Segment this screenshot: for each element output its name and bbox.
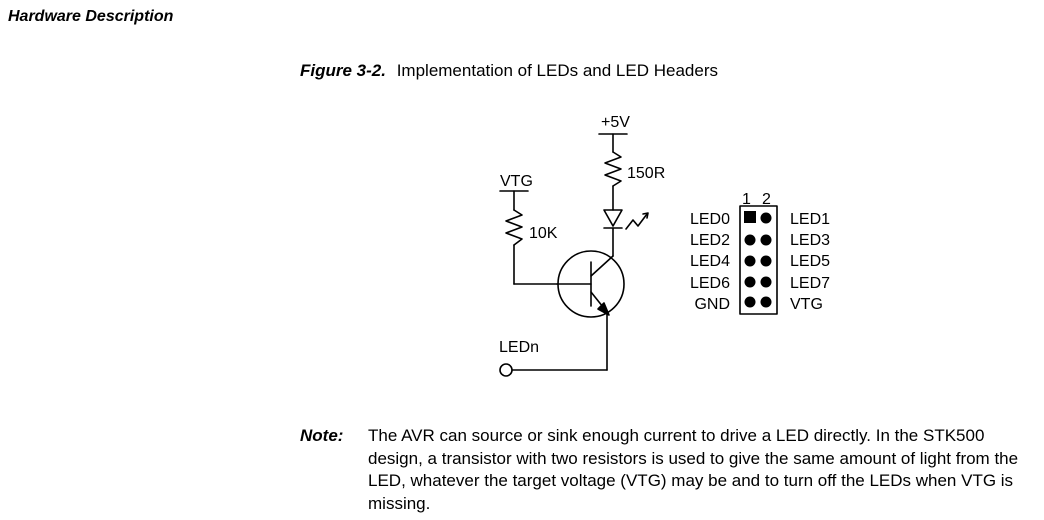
pin-6 (760, 255, 772, 267)
led-light-arrow (625, 213, 648, 230)
row-label-right: LED3 (790, 232, 830, 249)
row-label-left: LED4 (690, 253, 730, 270)
pin-1-square (744, 211, 756, 223)
label-supply: +5V (601, 114, 630, 131)
row-label-left: LED2 (690, 232, 730, 249)
note-label: Note: (300, 426, 344, 445)
row-label-left: GND (694, 296, 730, 313)
note-text: The AVR can source or sink enough curren… (368, 426, 1019, 513)
ledn-terminal (499, 363, 513, 377)
label-pin-col-1: 1 (742, 191, 751, 208)
row-label-right: LED1 (790, 211, 830, 228)
header-row-labels-right: LED1 LED3 LED5 LED7 VTG (790, 211, 830, 313)
resistor-10k (505, 209, 523, 246)
label-150r: 150R (627, 165, 665, 182)
led-arrow-head (642, 212, 649, 219)
figure-caption: Figure 3-2. Implementation of LEDs and L… (300, 61, 718, 81)
figure-number: Figure 3-2. (300, 61, 386, 80)
transistor-collector (590, 255, 614, 277)
label-10k: 10K (529, 225, 558, 242)
pin-9 (744, 296, 756, 308)
header-row-labels-left: LED0 LED2 LED4 LED6 GND (690, 211, 730, 313)
row-label-right: LED5 (790, 253, 830, 270)
row-label-right: VTG (790, 296, 823, 313)
label-pin-col-2: 2 (762, 191, 771, 208)
row-label-left: LED6 (690, 275, 730, 292)
pin-7 (744, 276, 756, 288)
header-pins (744, 211, 772, 308)
section-header: Hardware Description (8, 8, 174, 25)
pin-8 (760, 276, 772, 288)
label-vtg: VTG (500, 173, 533, 190)
figure-title: Implementation of LEDs and LED Headers (396, 61, 718, 80)
led-diode (603, 209, 623, 227)
label-ledn: LEDn (499, 339, 539, 356)
led-header-box (739, 205, 778, 315)
row-label-left: LED0 (690, 211, 730, 228)
pin-10 (760, 296, 772, 308)
pin-5 (744, 255, 756, 267)
led-circuit-schematic: +5V 150R VTG 10K LEDn 1 2 LED0 LED2 LED4… (499, 114, 830, 377)
pin-4 (760, 234, 772, 246)
resistor-150r (604, 151, 622, 187)
pin-2 (760, 212, 772, 224)
row-label-right: LED7 (790, 275, 830, 292)
pin-3 (744, 234, 756, 246)
